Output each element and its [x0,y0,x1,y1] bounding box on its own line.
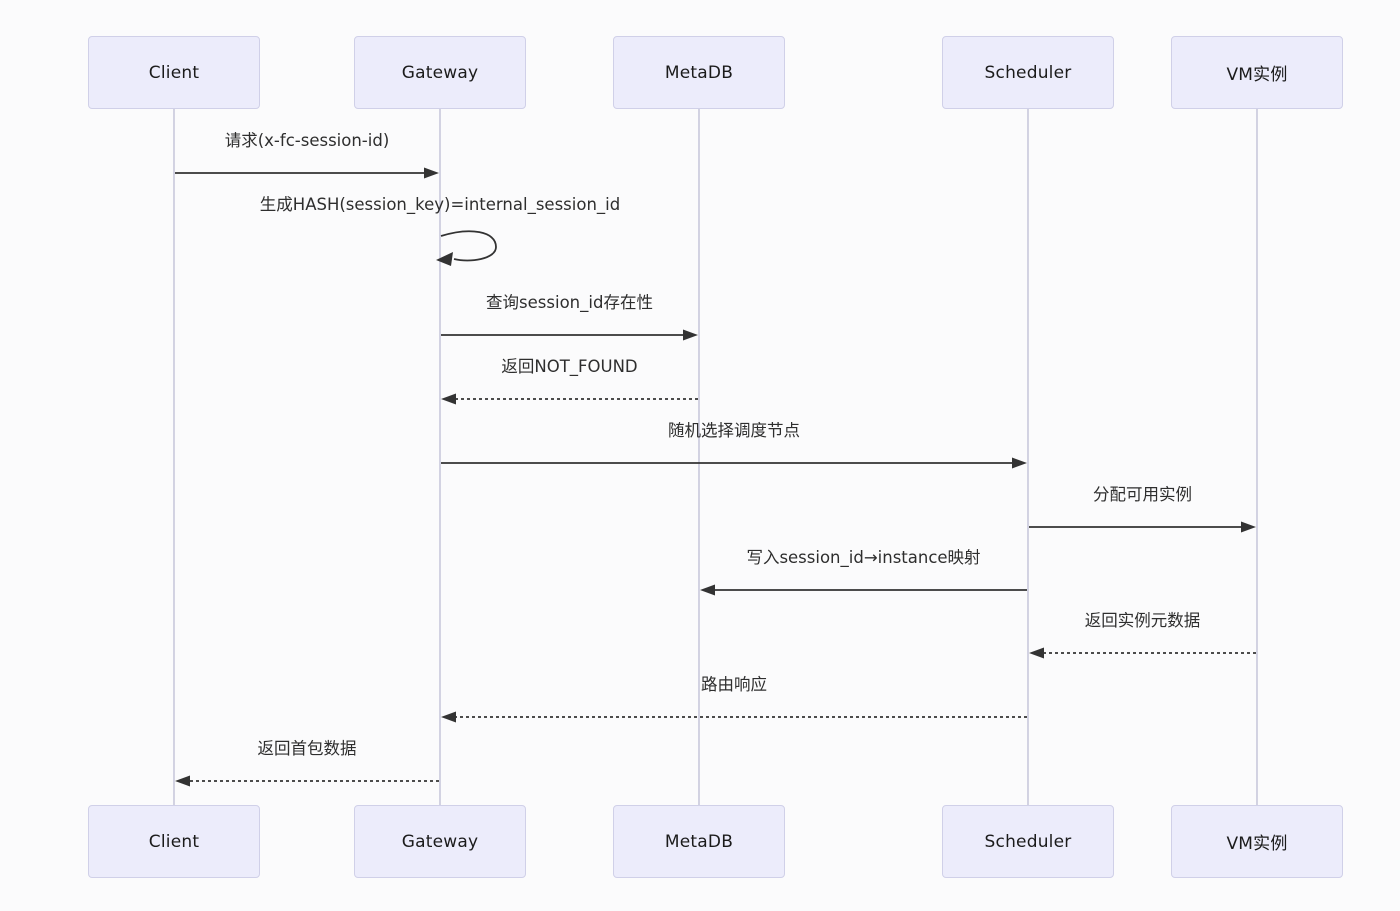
message-arrowhead-0 [424,167,439,179]
message-label-3: 返回NOT_FOUND [501,357,638,376]
message-label-8: 路由响应 [701,675,767,694]
message-label-7: 返回实例元数据 [1084,611,1201,630]
actor-label-gateway: Gateway [401,831,479,852]
message-arrowhead-6 [700,584,715,596]
actor-top-client: Client [88,36,260,109]
actor-top-vm: VM实例 [1171,36,1343,109]
message-label-5: 分配可用实例 [1093,485,1192,504]
self-loop-line-1 [440,230,497,262]
actor-label-metadb: MetaDB [664,831,734,852]
actor-label-metadb: MetaDB [664,62,734,83]
actor-top-scheduler: Scheduler [942,36,1114,109]
actor-top-gateway: Gateway [354,36,526,109]
self-loop-arrowhead-1 [436,252,453,266]
message-arrowhead-2 [683,329,698,341]
actor-label-scheduler: Scheduler [984,62,1072,83]
message-arrowhead-8 [441,711,456,723]
message-label-9: 返回首包数据 [257,739,357,758]
actor-bottom-vm: VM实例 [1171,805,1343,878]
message-label-0: 请求(x-fc-session-id) [224,131,390,150]
actor-label-client: Client [148,831,200,852]
message-label-6: 写入session_id→instance映射 [746,548,981,567]
message-arrowhead-7 [1029,647,1044,659]
message-label-4: 随机选择调度节点 [668,421,800,440]
actor-bottom-scheduler: Scheduler [942,805,1114,878]
message-arrowhead-3 [441,393,456,405]
actor-label-vm: VM实例 [1226,65,1288,85]
actor-label-scheduler: Scheduler [984,831,1072,852]
actor-label-client: Client [148,62,200,83]
message-arrowhead-4 [1012,457,1027,469]
actor-bottom-metadb: MetaDB [613,805,785,878]
actor-bottom-gateway: Gateway [354,805,526,878]
actor-label-vm: VM实例 [1226,834,1288,854]
actor-bottom-client: Client [88,805,260,878]
actor-label-gateway: Gateway [401,62,479,83]
message-arrowhead-5 [1241,521,1256,533]
message-label-1: 生成HASH(session_key)=internal_session_id [259,195,621,214]
actor-top-metadb: MetaDB [613,36,785,109]
message-label-2: 查询session_id存在性 [486,293,653,312]
message-arrowhead-9 [175,775,190,787]
